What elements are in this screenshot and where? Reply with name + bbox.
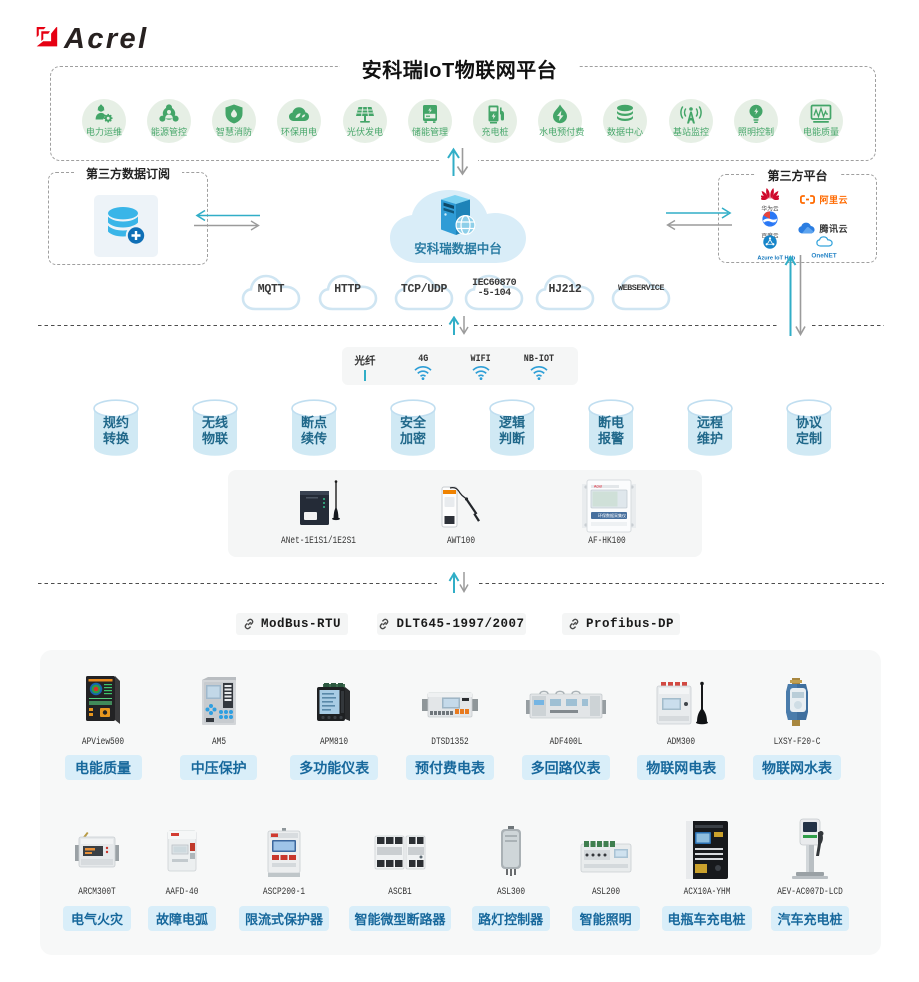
svg-text:环保数据采集仪: 环保数据采集仪 (598, 512, 626, 518)
svg-text:Acrel: Acrel (594, 485, 602, 489)
